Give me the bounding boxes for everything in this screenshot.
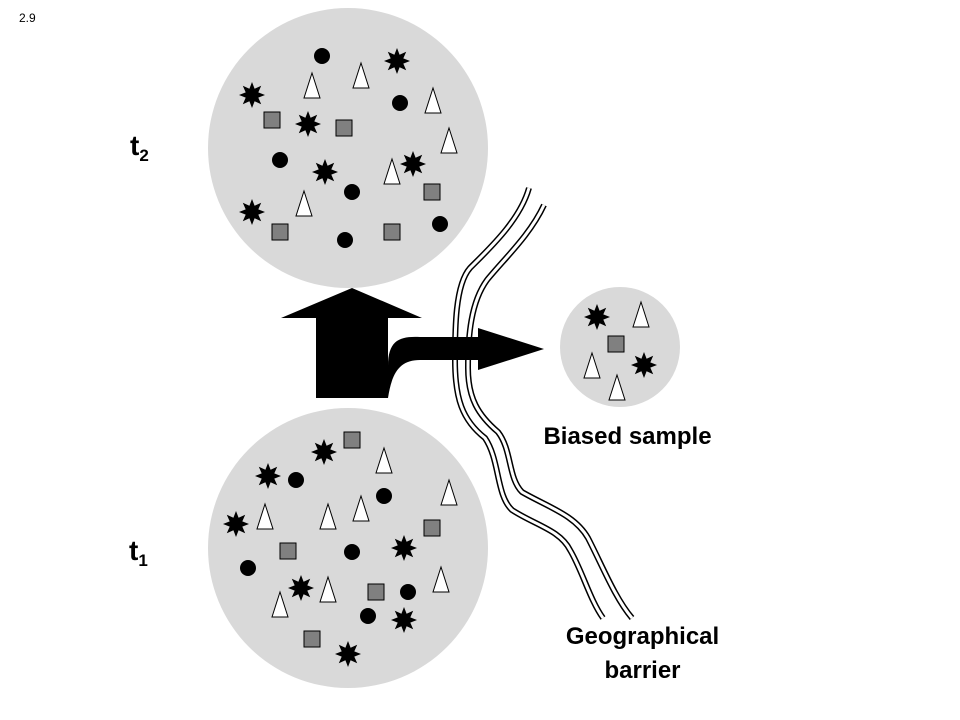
time-label-t1-base: t bbox=[129, 535, 139, 566]
square-symbol bbox=[423, 519, 441, 537]
time-label-t2-subscript: 2 bbox=[139, 146, 149, 165]
star-symbol bbox=[223, 511, 249, 537]
star-symbol bbox=[255, 463, 281, 489]
population-t2 bbox=[208, 8, 488, 288]
barrier-label-line2: barrier bbox=[604, 657, 681, 684]
circle-symbol bbox=[337, 232, 353, 248]
star-symbol bbox=[311, 439, 337, 465]
circle-symbol bbox=[288, 472, 304, 488]
biased-sample-population bbox=[560, 287, 680, 407]
circle-symbol bbox=[400, 584, 416, 600]
arrow-up bbox=[281, 288, 422, 398]
population-t2-circle bbox=[208, 8, 488, 288]
square-symbol bbox=[607, 335, 625, 353]
circle-symbol bbox=[272, 152, 288, 168]
circle-symbol bbox=[392, 95, 408, 111]
star-symbol bbox=[631, 352, 657, 378]
star-symbol bbox=[335, 641, 361, 667]
time-label-t2: t2 bbox=[130, 130, 149, 165]
time-label-t2-base: t bbox=[130, 130, 140, 161]
time-label-t1-subscript: 1 bbox=[138, 551, 148, 570]
river-bank-right bbox=[465, 203, 635, 620]
circle-symbol bbox=[314, 48, 330, 64]
geographical-barrier-label: Geographical barrier bbox=[530, 620, 755, 688]
time-label-t1: t1 bbox=[129, 535, 148, 570]
square-symbol bbox=[343, 431, 361, 449]
star-symbol bbox=[312, 159, 338, 185]
figure-number: 2.9 bbox=[19, 11, 36, 25]
circle-symbol bbox=[344, 184, 360, 200]
star-symbol bbox=[295, 111, 321, 137]
square-symbol bbox=[335, 119, 353, 137]
river-bank-right-inner bbox=[466, 204, 634, 619]
biased-sample-label: Biased sample bbox=[543, 423, 712, 450]
circle-symbol bbox=[360, 608, 376, 624]
star-symbol bbox=[391, 535, 417, 561]
square-symbol bbox=[383, 223, 401, 241]
circle-symbol bbox=[240, 560, 256, 576]
star-symbol bbox=[288, 575, 314, 601]
arrow-right-curved bbox=[388, 328, 544, 398]
star-symbol bbox=[239, 199, 265, 225]
star-symbol bbox=[400, 151, 426, 177]
square-symbol bbox=[263, 111, 281, 129]
circle-symbol bbox=[344, 544, 360, 560]
river-bank-left-inner bbox=[453, 187, 605, 619]
circle-symbol bbox=[432, 216, 448, 232]
square-symbol bbox=[367, 583, 385, 601]
square-symbol bbox=[279, 542, 297, 560]
star-symbol bbox=[391, 607, 417, 633]
population-t1 bbox=[208, 408, 488, 688]
barrier-label-line1: Geographical bbox=[565, 623, 720, 650]
star-symbol bbox=[239, 82, 265, 108]
square-symbol bbox=[423, 183, 441, 201]
star-symbol bbox=[384, 48, 410, 74]
square-symbol bbox=[271, 223, 289, 241]
square-symbol bbox=[303, 630, 321, 648]
star-symbol bbox=[584, 304, 610, 330]
circle-symbol bbox=[376, 488, 392, 504]
geographical-barrier-river bbox=[452, 187, 635, 620]
